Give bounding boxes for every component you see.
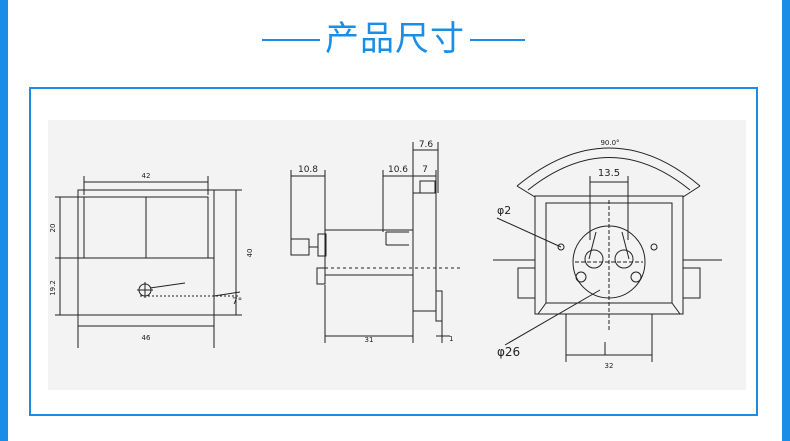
side-flange [435,290,443,322]
header-rule-right [470,39,525,41]
right-accent-bar [782,0,790,441]
rear-hole-label: φ2 [497,204,511,217]
front-total-height-label: 40 [246,249,254,258]
rear-mount-hole-right [650,243,658,251]
rear-width-label: 32 [605,362,614,370]
side-plate-label: 10.6 [388,165,408,175]
rear-arc-label: 90.0° [600,139,619,147]
side-terminal-label: 10.8 [298,165,318,175]
side-terminal-block [317,233,327,257]
front-view [55,176,242,348]
front-width-label: 42 [142,172,151,180]
side-bezel-label: 7.6 [419,140,434,150]
rear-scale-arc-outer [516,147,701,187]
side-stud [316,267,326,285]
rear-hole-leader [496,217,562,248]
front-outer-body [77,189,215,316]
rear-cutout-leader [504,289,601,346]
rear-pitch-label: 13.5 [598,168,620,179]
drawing-background [48,120,746,390]
side-depth-label: 31 [365,336,374,344]
section-title: 产品尺寸 [325,19,465,59]
front-angle-label: 7° [232,297,242,307]
rear-right-terminal [614,249,634,269]
rear-scale-arc-inner [527,157,691,191]
side-view [290,142,460,343]
section-header: 产品尺寸 [0,14,790,64]
front-base-width-label: 46 [142,334,151,342]
needle-line [149,282,186,289]
rear-left-terminal [584,249,604,269]
rear-mount-hole-left [557,243,565,251]
side-panel [419,180,436,194]
left-accent-bar [0,0,8,441]
side-case [324,229,414,276]
side-panel-label: 7 [422,165,428,175]
side-terminal [290,238,310,256]
side-bezel [412,192,437,312]
rear-view [493,147,722,362]
side-thickness-label: 1 [449,335,453,343]
rear-cutout-label: φ26 [497,345,520,359]
front-top-height-label: 20 [49,224,57,233]
front-bottom-height-label: 19.2 [49,280,57,296]
header-rule-left [262,39,320,41]
